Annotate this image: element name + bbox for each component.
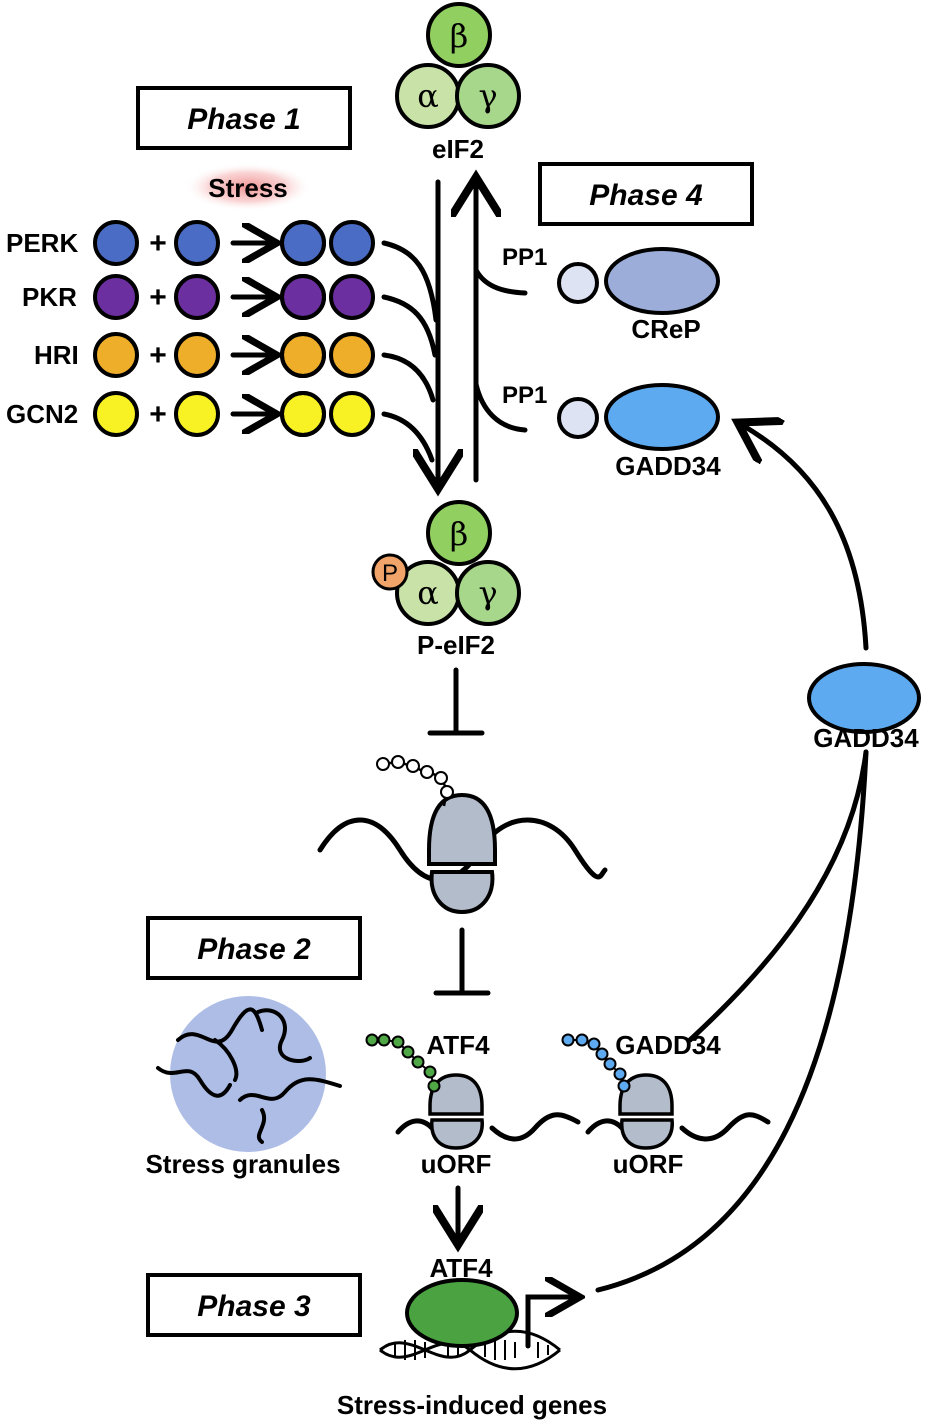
p-eif2-complex: β α γ P P-eIF2 xyxy=(371,500,521,660)
kinase-hri-row: HRI + xyxy=(34,332,375,378)
phase1-label: Phase 1 xyxy=(187,103,300,136)
pp1-subunit xyxy=(557,397,599,439)
gadd34-subunit xyxy=(604,383,720,451)
gadd34-uorf-label: uORF xyxy=(613,1149,684,1179)
ribosome-translating xyxy=(317,755,608,915)
phase1-box: Phase 1 xyxy=(136,86,352,150)
pkr-label: PKR xyxy=(22,282,77,312)
stress-granules-label: Stress granules xyxy=(145,1149,340,1179)
phosphate-group xyxy=(371,553,409,591)
inhibition-bar-uorf xyxy=(433,927,491,996)
alpha-symbol: α xyxy=(417,77,439,115)
atf4-uorf-translation: ATF4 uORF xyxy=(365,1030,581,1179)
beta-symbol: β xyxy=(450,17,469,55)
gadd34-to-phosphatase-arrow xyxy=(742,425,869,651)
gcn2-label: GCN2 xyxy=(6,399,78,429)
transcription-start-arrow xyxy=(525,1297,575,1349)
atf4-tf-label: ATF4 xyxy=(429,1253,493,1283)
plus-sign: + xyxy=(149,227,167,260)
phase3-label: Phase 3 xyxy=(197,1290,311,1323)
crep-label: CReP xyxy=(631,314,700,344)
ribosome-small-subunit xyxy=(429,870,495,915)
inhibition-bar-translation xyxy=(427,667,485,736)
atf4-transcription-factor xyxy=(405,1278,519,1348)
plus-sign: + xyxy=(149,398,167,431)
plus-sign: + xyxy=(149,339,167,372)
free-gadd34-label: GADD34 xyxy=(813,723,919,753)
ribosome-large-subunit xyxy=(427,792,497,866)
hri-label: HRI xyxy=(34,340,79,370)
free-gadd34-protein xyxy=(807,662,921,734)
stress-induced-genes-label: Stress-induced genes xyxy=(337,1390,607,1420)
eif2-gamma-subunit xyxy=(455,63,521,129)
perk-label: PERK xyxy=(6,228,78,258)
plus-sign: + xyxy=(149,281,167,314)
phase4-box: Phase 4 xyxy=(538,162,754,226)
stress-label: Stress xyxy=(208,173,288,203)
gadd34-translation-label: GADD34 xyxy=(615,1030,721,1060)
gadd34-feedback: GADD34 xyxy=(595,425,921,1293)
p-eif2-label: P-eIF2 xyxy=(417,630,495,660)
eif2-complex: β α γ eIF2 xyxy=(395,2,521,164)
kinase-gcn2-row: GCN2 + xyxy=(6,391,375,437)
pp1-crep-complex: PP1 CReP xyxy=(473,244,720,344)
pp1-subunit xyxy=(557,262,599,304)
gadd34-induction-line xyxy=(595,749,869,1293)
pp1-label-crep: PP1 xyxy=(502,244,547,271)
pp1-label-gadd34: PP1 xyxy=(502,382,547,409)
gadd34-synthesis-line xyxy=(687,749,869,1043)
phosphate-label: P xyxy=(382,560,398,587)
eif2-beta-subunit xyxy=(426,2,492,68)
gamma-symbol: γ xyxy=(478,574,497,612)
alpha-symbol: α xyxy=(417,574,439,612)
gadd34-complex-label: GADD34 xyxy=(615,451,721,481)
kinase-perk-row: PERK + xyxy=(6,220,375,266)
phase2-box: Phase 2 xyxy=(146,916,362,980)
phase2-label: Phase 2 xyxy=(197,933,311,966)
phase4-label: Phase 4 xyxy=(589,179,703,212)
kinase-merge-curves xyxy=(381,240,439,463)
stress-granule: Stress granules xyxy=(145,996,342,1179)
gamma-symbol: γ xyxy=(478,77,497,115)
crep-subunit xyxy=(604,247,720,315)
atf4-translation-label: ATF4 xyxy=(426,1030,490,1060)
stress-indicator: Stress xyxy=(184,163,312,211)
gadd34-uorf-translation: GADD34 uORF xyxy=(561,1030,771,1179)
pp1-gadd34-complex: PP1 GADD34 xyxy=(473,381,721,481)
eif2-label: eIF2 xyxy=(432,134,484,164)
beta-symbol: β xyxy=(450,515,469,553)
atf4-transcription: ATF4 Stress-induced genes xyxy=(337,1253,607,1420)
kinase-pkr-row: PKR + xyxy=(22,274,375,320)
phase3-box: Phase 3 xyxy=(146,1273,362,1337)
atf4-uorf-label: uORF xyxy=(421,1149,492,1179)
